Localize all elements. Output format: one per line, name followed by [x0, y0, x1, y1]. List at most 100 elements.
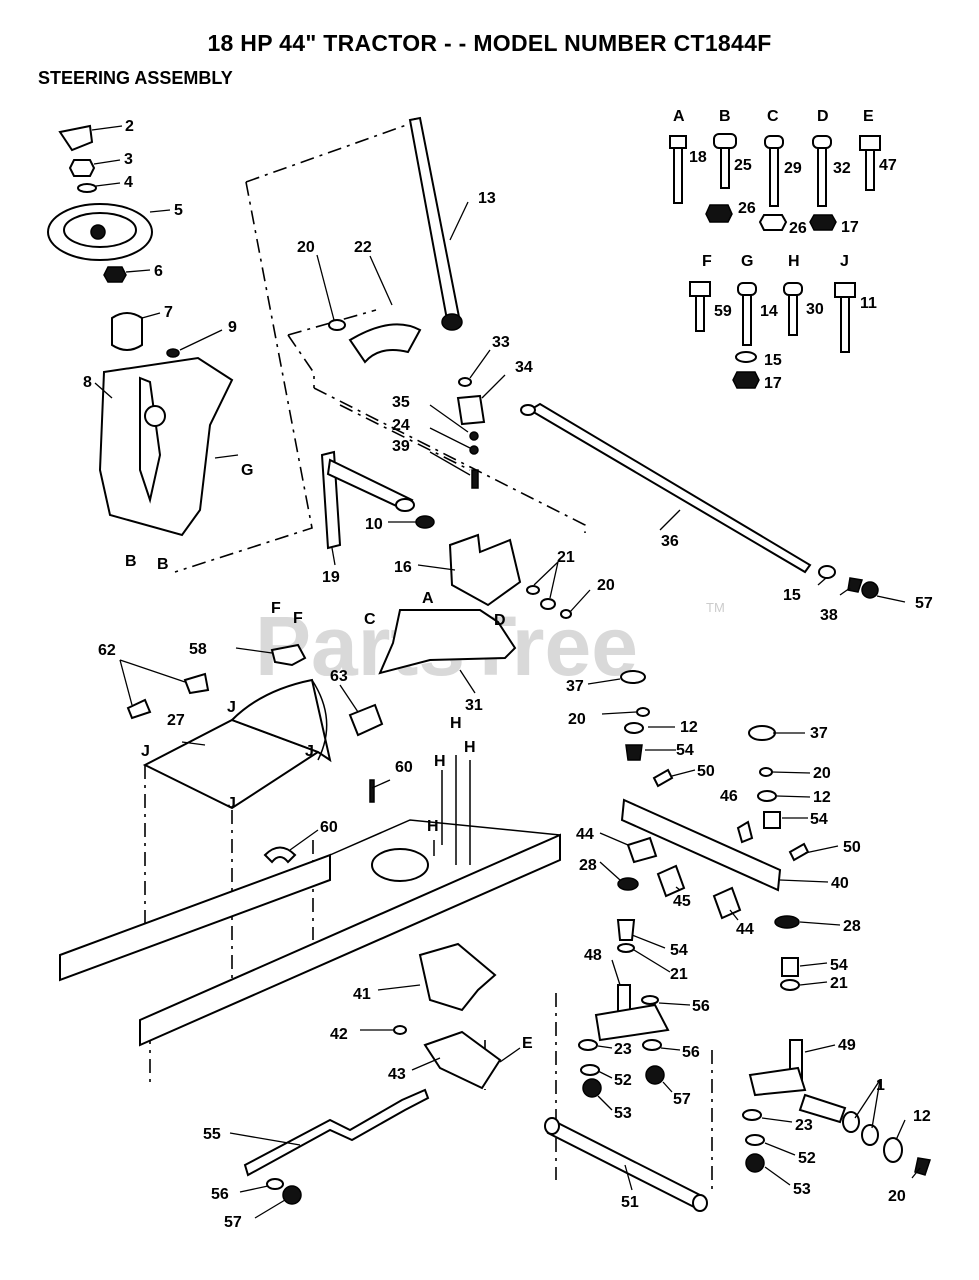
bolt-G [737, 282, 757, 296]
pivot-bracket-group [320, 450, 572, 619]
callout-F1: F [271, 600, 281, 617]
callout-J4: J [227, 795, 236, 812]
washer-4 [77, 183, 97, 193]
pn-44b: 44 [736, 921, 754, 938]
pn-46: 46 [720, 788, 738, 805]
washer-1b [861, 1124, 879, 1146]
pn-36: 36 [661, 533, 679, 550]
bolt-C [764, 135, 784, 149]
washer-21d [780, 979, 800, 991]
nut-57c [282, 1185, 302, 1205]
pn-6: 6 [154, 263, 163, 280]
pn-44a: 44 [576, 826, 594, 843]
hw-26: 26 [738, 200, 756, 217]
nut-57b [645, 1065, 665, 1085]
washer-28a [617, 877, 639, 891]
steering-support-8 [98, 356, 234, 537]
washer-12a [624, 722, 644, 734]
pn-53a: 53 [614, 1105, 632, 1122]
hw-11: 11 [860, 295, 877, 312]
bolt-F [689, 281, 711, 297]
washer-56b [642, 1039, 662, 1051]
label-G: G [741, 253, 753, 270]
pn-54d: 54 [830, 957, 848, 974]
drag-link-group [520, 402, 879, 599]
pn-5: 5 [174, 202, 183, 219]
hw-15: 15 [764, 352, 782, 369]
hw-25: 25 [734, 157, 752, 174]
frame-rail-left [59, 853, 331, 982]
pn-23b: 23 [795, 1117, 813, 1134]
pn-21b: 21 [670, 966, 688, 983]
washer-21b [540, 598, 556, 610]
callout-D: D [494, 612, 506, 629]
hw-14: 14 [760, 303, 778, 320]
pn-13: 13 [478, 190, 496, 207]
pn-28b: 28 [843, 918, 861, 935]
pn-52b: 52 [798, 1150, 816, 1167]
callout-H3: H [434, 753, 446, 770]
hw-17: 17 [841, 219, 859, 236]
pn-21c: 21 [830, 975, 848, 992]
bolt-D [812, 135, 832, 149]
clip-62b [183, 672, 210, 695]
pn-20c: 20 [568, 711, 586, 728]
clip-20b [560, 609, 572, 619]
nut-17b [732, 371, 760, 389]
washer-56c [266, 1178, 284, 1190]
bracket-41 [418, 942, 497, 1012]
cotter-38 [847, 577, 863, 593]
pn-60a: 60 [395, 759, 413, 776]
floor-plate-group [142, 678, 332, 810]
spindle-axle-1 [798, 1093, 847, 1124]
label-F: F [702, 253, 712, 270]
nut-6 [103, 266, 127, 283]
pn-49: 49 [838, 1037, 856, 1054]
washer-21c [617, 943, 635, 953]
washer-23b [742, 1109, 762, 1121]
pn-12b: 12 [813, 789, 831, 806]
pn-2: 2 [125, 118, 134, 135]
cap-2 [58, 124, 94, 152]
part-number-labels: 2 3 4 5 6 7 9 8 13 20 22 33 34 35 24 39 … [83, 118, 933, 1231]
bracket-16 [448, 533, 522, 607]
bushing-54c [616, 919, 636, 941]
clip-20c [636, 707, 650, 717]
bushing-7 [111, 312, 143, 351]
frame-hole [371, 848, 429, 882]
pn-34: 34 [515, 359, 533, 376]
pn-57c: 57 [224, 1214, 242, 1231]
pn-54b: 54 [810, 811, 828, 828]
pn-31: 31 [465, 697, 483, 714]
pn-33: 33 [492, 334, 510, 351]
pn-20b: 20 [597, 577, 615, 594]
bushing-54b [763, 811, 781, 829]
pn-7: 7 [164, 304, 173, 321]
label-H: H [788, 253, 800, 270]
washer-52a [580, 1064, 600, 1076]
clip-20d [759, 767, 773, 777]
pn-50b: 50 [843, 839, 861, 856]
pn-56a: 56 [692, 998, 710, 1015]
label-D: D [817, 108, 829, 125]
nut-57 [861, 581, 879, 599]
bracket-43 [423, 1030, 502, 1090]
pn-55: 55 [203, 1126, 221, 1143]
nut-53b [745, 1153, 765, 1173]
cap-37a [620, 670, 646, 684]
steering-column-group [47, 124, 234, 537]
clip-20 [328, 319, 346, 331]
callout-J1: J [227, 699, 236, 716]
callout-F2: F [293, 610, 303, 627]
callout-letters: B B G A C D F F J J J J H H H H E [125, 462, 533, 1052]
clamp-60b [263, 846, 297, 864]
pn-9: 9 [228, 319, 237, 336]
callout-A: A [422, 590, 434, 607]
label-B: B [719, 108, 731, 125]
callout-H1: H [450, 715, 462, 732]
hw-59: 59 [714, 303, 732, 320]
callout-C: C [364, 611, 376, 628]
washer-33 [458, 377, 472, 387]
clamp-58 [270, 643, 307, 667]
